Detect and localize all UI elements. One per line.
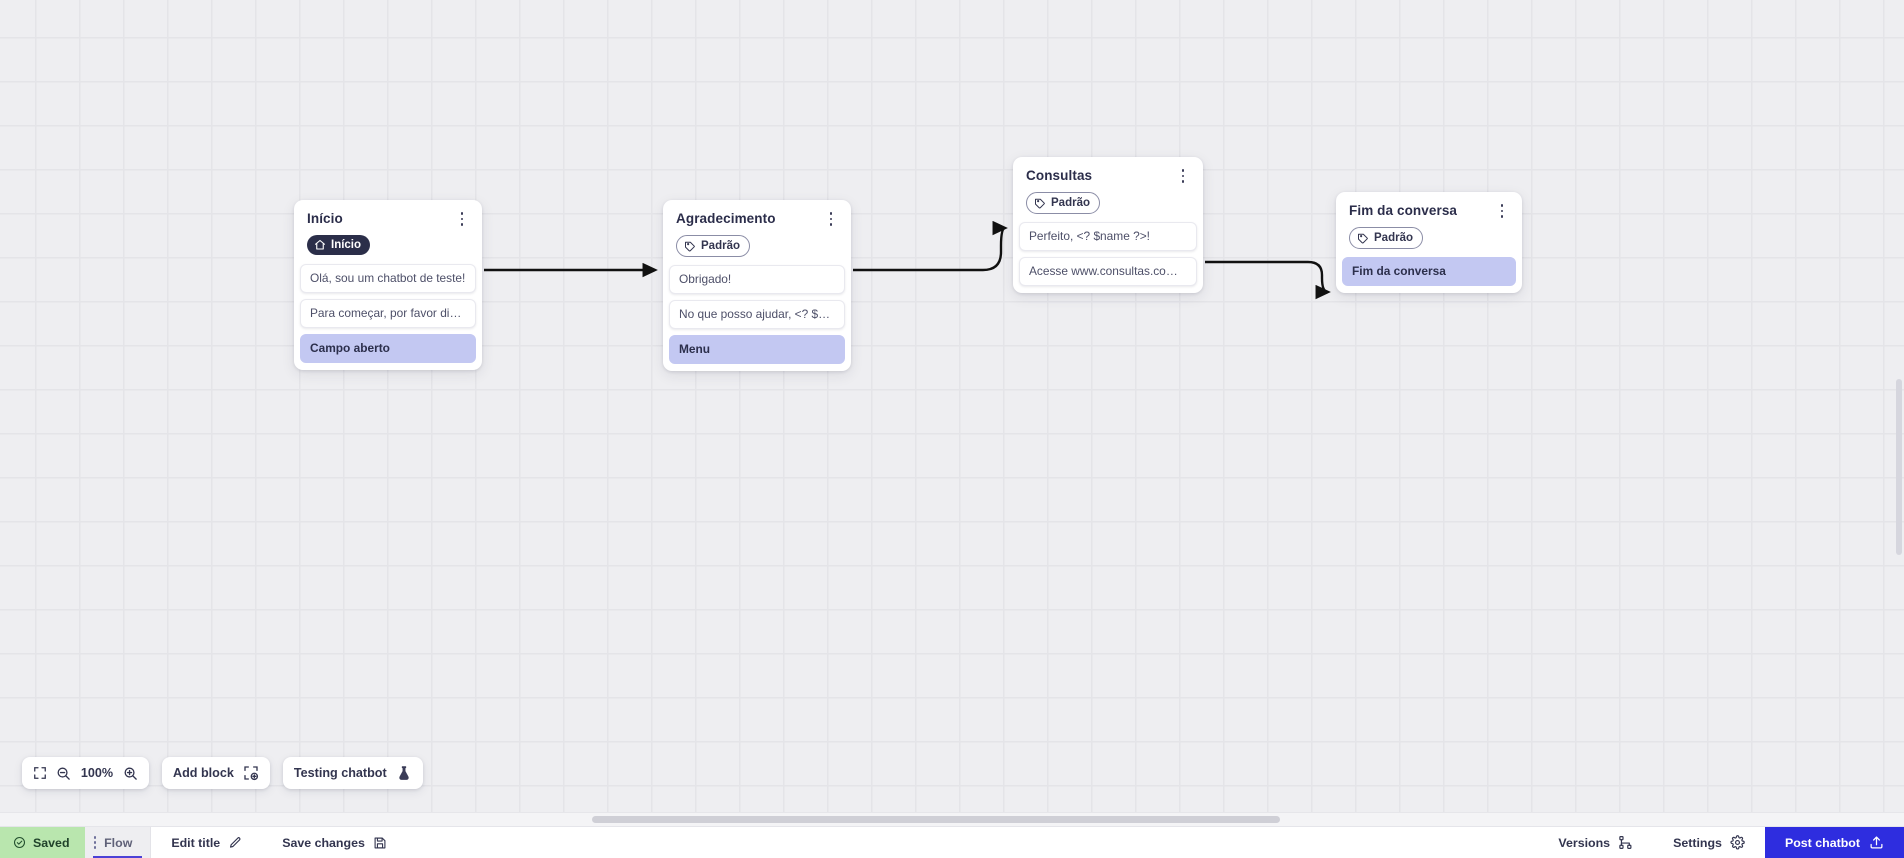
node-row[interactable]: Para começar, por favor digite o ...	[300, 299, 476, 328]
post-chatbot-label: Post chatbot	[1784, 835, 1860, 850]
flow-node-fim-da-conversa[interactable]: Fim da conversa Padrão Fim da conversa	[1336, 192, 1522, 293]
horizontal-scrollbar-thumb[interactable]	[592, 816, 1280, 823]
zoom-level: 100%	[80, 766, 114, 780]
edit-title-label: Edit title	[171, 835, 221, 850]
edge-consultas-to-fim	[1205, 260, 1331, 300]
node-badge-row: Padrão	[663, 228, 851, 265]
save-changes-button[interactable]: Save changes	[262, 827, 407, 858]
connector-edges	[484, 220, 1331, 300]
node-title: Início	[307, 211, 343, 226]
tab-flow[interactable]: Flow	[84, 827, 152, 858]
node-badge-label: Padrão	[1374, 232, 1413, 244]
versions-label: Versions	[1558, 835, 1611, 850]
node-row[interactable]: Obrigado!	[669, 265, 845, 294]
pencil-icon	[230, 836, 241, 848]
node-row-accent[interactable]: Fim da conversa	[1342, 257, 1516, 286]
node-row[interactable]: No que posso ajudar, <? $name ...	[669, 300, 845, 329]
versions-button[interactable]: Versions	[1538, 827, 1653, 858]
vertical-scrollbar[interactable]	[1893, 0, 1904, 812]
add-block-button[interactable]: Add block	[162, 757, 270, 789]
node-menu-button[interactable]	[1494, 202, 1510, 220]
node-badge-row: Início	[294, 228, 482, 264]
floppy-disk-icon	[374, 837, 386, 848]
flask-icon	[396, 765, 412, 781]
add-block-label: Add block	[173, 766, 234, 780]
node-row[interactable]: Perfeito, <? $name ?>!	[1019, 222, 1197, 251]
gear-icon	[1730, 835, 1745, 850]
node-row-accent[interactable]: Campo aberto	[300, 334, 476, 363]
bottom-bar-right: Versions Settings Post chatbot	[1538, 827, 1904, 858]
horizontal-scrollbar[interactable]	[0, 812, 1904, 826]
node-badge-padrao[interactable]: Padrão	[1026, 192, 1100, 214]
tag-icon	[1358, 233, 1368, 244]
node-header: Consultas	[1013, 157, 1203, 185]
flow-node-consultas[interactable]: Consultas Padrão Perfeito, <? $name ?>! …	[1013, 157, 1203, 293]
post-chatbot-button[interactable]: Post chatbot	[1764, 827, 1904, 858]
flow-node-agradecimento[interactable]: Agradecimento Padrão Obrigado! No que po…	[663, 200, 851, 371]
flow-canvas[interactable]: Início Início Olá, sou um chatbot de tes…	[0, 0, 1904, 826]
node-row[interactable]: Acesse www.consultas.com par...	[1019, 257, 1197, 286]
node-badge-label: Padrão	[1051, 197, 1090, 209]
node-badge-inicio[interactable]: Início	[307, 235, 371, 255]
node-menu-button[interactable]	[1175, 167, 1191, 185]
branch-icon	[1619, 836, 1632, 849]
settings-label: Settings	[1673, 835, 1722, 850]
node-menu-button[interactable]	[454, 210, 470, 228]
zoom-controls: 100%	[22, 757, 149, 789]
add-block-icon	[243, 765, 259, 781]
bottom-bar-left: Saved Flow Edit title Save changes	[0, 827, 407, 858]
node-rows: Olá, sou um chatbot de teste! Para começ…	[294, 264, 482, 363]
upload-icon	[1870, 836, 1883, 849]
node-badge-row: Padrão	[1013, 185, 1203, 222]
home-icon	[314, 239, 326, 250]
vertical-scrollbar-thumb[interactable]	[1896, 379, 1902, 555]
node-badge-row: Padrão	[1336, 220, 1522, 257]
bottom-bar: Saved Flow Edit title Save changes Versi…	[0, 826, 1904, 858]
node-title: Consultas	[1026, 168, 1093, 183]
node-menu-button[interactable]	[823, 210, 839, 228]
status-badge-saved: Saved	[0, 827, 85, 858]
node-header: Fim da conversa	[1336, 192, 1522, 220]
node-title: Agradecimento	[676, 211, 776, 226]
node-badge-label: Início	[331, 239, 362, 251]
drag-handle-icon[interactable]	[93, 836, 97, 849]
flow-node-inicio[interactable]: Início Início Olá, sou um chatbot de tes…	[294, 200, 482, 370]
canvas-toolbar: 100% Add block Testing chatbot	[22, 757, 423, 789]
node-title: Fim da conversa	[1349, 203, 1458, 218]
edge-agradecimento-to-consultas	[853, 220, 1008, 272]
saved-label: Saved	[33, 835, 70, 850]
edit-title-button[interactable]: Edit title	[151, 827, 262, 858]
save-changes-label: Save changes	[282, 835, 365, 850]
node-rows: Fim da conversa	[1336, 257, 1522, 286]
tag-icon	[1035, 198, 1045, 209]
node-row[interactable]: Olá, sou um chatbot de teste!	[300, 264, 476, 293]
tag-icon	[685, 241, 695, 252]
zoom-in-icon[interactable]	[123, 766, 138, 781]
testing-chatbot-label: Testing chatbot	[293, 766, 387, 780]
node-badge-padrao[interactable]: Padrão	[1349, 227, 1423, 249]
fit-screen-icon[interactable]	[33, 766, 47, 780]
check-circle-icon	[13, 836, 26, 849]
tab-flow-label: Flow	[104, 835, 133, 850]
node-header: Início	[294, 200, 482, 228]
node-badge-label: Padrão	[701, 240, 740, 252]
settings-button[interactable]: Settings	[1653, 827, 1765, 858]
testing-chatbot-button[interactable]: Testing chatbot	[282, 757, 423, 789]
node-rows: Perfeito, <? $name ?>! Acesse www.consul…	[1013, 222, 1203, 286]
node-rows: Obrigado! No que posso ajudar, <? $name …	[663, 265, 851, 364]
node-badge-padrao[interactable]: Padrão	[676, 235, 750, 257]
node-header: Agradecimento	[663, 200, 851, 228]
node-row-accent[interactable]: Menu	[669, 335, 845, 364]
zoom-out-icon[interactable]	[56, 766, 71, 781]
